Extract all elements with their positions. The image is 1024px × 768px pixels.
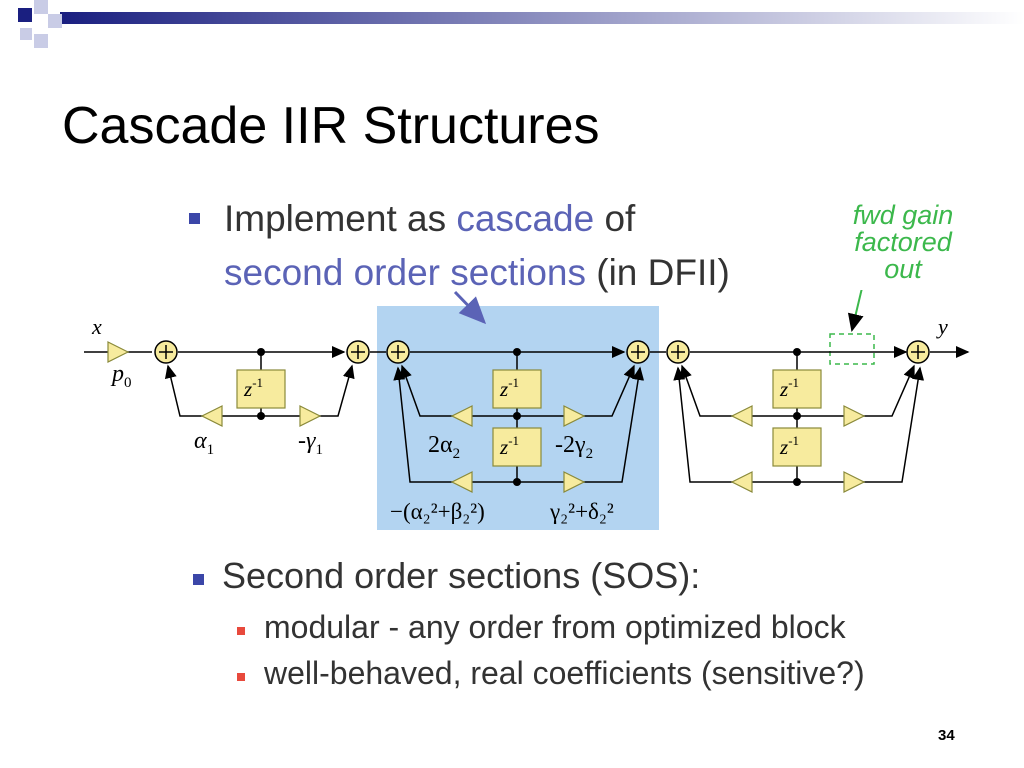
highlight-sos: second order sections — [224, 252, 586, 293]
note-line: factored — [854, 227, 952, 257]
p0-label: p0 — [110, 361, 132, 391]
delay-z: z — [499, 435, 508, 459]
subbullet-modular: modular - any order from optimized block — [264, 609, 846, 645]
bullet-sos: Second order sections (SOS): — [222, 555, 701, 596]
note-arrow — [847, 290, 864, 332]
delay-label: z-1 — [499, 375, 519, 401]
page-number: 34 — [938, 727, 955, 744]
output-label: y — [936, 314, 948, 339]
alpha1-main: α — [194, 428, 207, 454]
delay-exp: -1 — [508, 375, 519, 390]
highlight-cascade: cascade — [456, 198, 595, 239]
cascade-diagram: x y p0 z-1 z-1 z-1 z-1 z-1 α1 -γ1 2α2 -2… — [84, 290, 970, 530]
delay-box — [492, 369, 542, 409]
alpha1-label: α1 — [194, 428, 214, 458]
coef-bottom-right: γ₂²+δ₂² — [549, 499, 614, 524]
gain-2gamma2-triangle — [563, 405, 586, 427]
gamma1-main: -γ — [298, 428, 316, 454]
gamma1-sub: 1 — [315, 442, 323, 458]
gain-bottom-right-triangle — [563, 471, 586, 493]
delay-z: z — [499, 377, 508, 401]
delay-exp: -1 — [788, 375, 799, 390]
m2gamma2-main: -2γ — [555, 432, 586, 458]
gain-triangle — [730, 405, 753, 427]
gain-triangle — [730, 471, 753, 493]
delay-label: z-1 — [499, 433, 519, 459]
note-line: fwd gain — [852, 200, 954, 230]
delay-exp: -1 — [788, 433, 799, 448]
gain-2alpha2-triangle — [450, 405, 473, 427]
delay-label: z-1 — [779, 375, 799, 401]
alpha1-sub: 1 — [207, 442, 215, 458]
delay-z: z — [779, 435, 788, 459]
slide-title: Cascade IIR Structures — [62, 97, 600, 155]
m2gamma2-label: -2γ2 — [555, 432, 593, 462]
gain-triangle — [843, 471, 866, 493]
delay-box — [492, 427, 542, 467]
subbullet-wellbehaved: well-behaved, real coefficients (sensiti… — [264, 655, 865, 691]
gain-p0-triangle — [107, 341, 130, 363]
delay-box — [772, 427, 822, 467]
bullet-marker — [189, 213, 200, 224]
delay-box — [236, 369, 286, 409]
gain-alpha1-triangle — [200, 405, 223, 427]
bullet-text: of — [594, 198, 636, 239]
two-alpha2-sub: 2 — [453, 446, 461, 462]
two-alpha2-label: 2α2 — [428, 432, 460, 462]
subbullet-marker — [237, 627, 245, 635]
bullet-text: (in DFII) — [585, 252, 730, 293]
bullet-implement: Implement as cascade of second order sec… — [186, 192, 730, 300]
m2gamma2-sub: 2 — [586, 446, 594, 462]
gain-triangle — [843, 405, 866, 427]
bullet-text: Implement as — [224, 198, 457, 239]
gain-gamma1-triangle — [299, 405, 322, 427]
gain-note: fwd gain factored out — [838, 202, 968, 283]
delay-label: z-1 — [779, 433, 799, 459]
two-alpha2-main: 2α — [428, 432, 453, 458]
p0-label-main: p — [110, 361, 124, 387]
subbullet-marker — [237, 673, 245, 681]
corner-decoration — [18, 0, 1024, 48]
p0-label-sub: 0 — [124, 375, 132, 391]
input-label: x — [91, 314, 102, 339]
gamma1-label: -γ1 — [298, 428, 323, 458]
delay-box — [772, 369, 822, 409]
bullet-marker — [193, 574, 204, 585]
delay-exp: -1 — [252, 375, 263, 390]
pointer-arrow — [453, 290, 487, 325]
delay-label: z-1 — [243, 375, 263, 401]
gain-bottom-left-triangle — [450, 471, 473, 493]
delay-z: z — [243, 377, 252, 401]
delay-exp: -1 — [508, 433, 519, 448]
note-line: out — [884, 254, 922, 284]
gain-placeholder-box — [829, 333, 875, 365]
delay-z: z — [779, 377, 788, 401]
coef-bottom-left: −(α₂²+β₂²) — [390, 499, 485, 524]
